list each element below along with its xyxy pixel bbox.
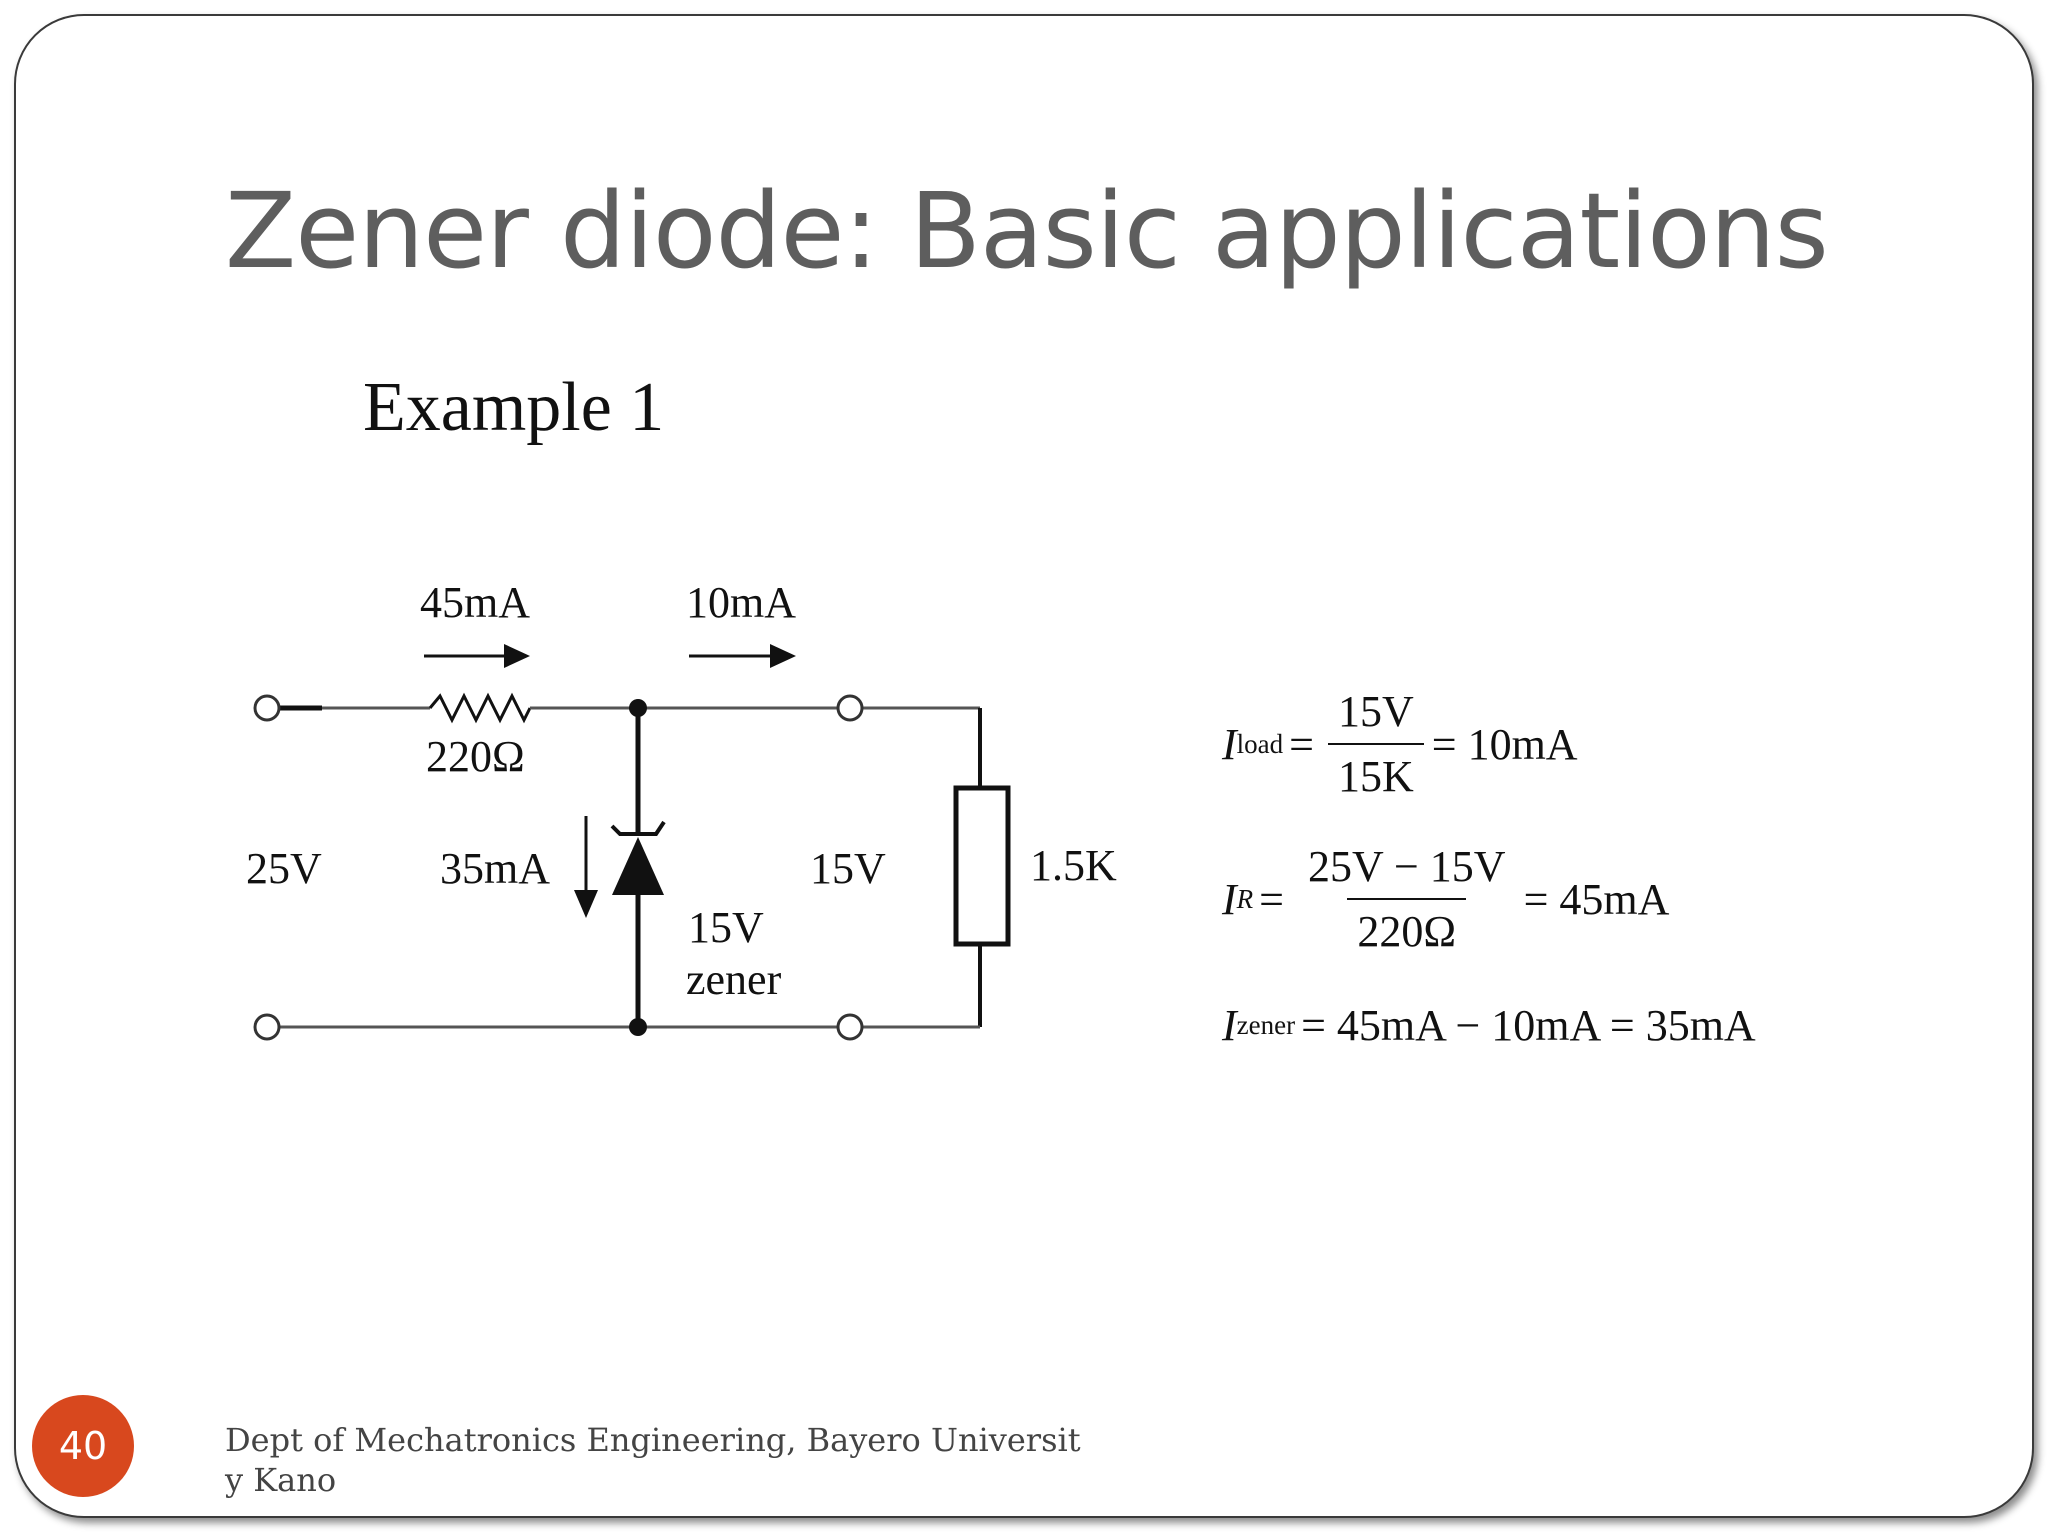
eq-r-equals: = xyxy=(1259,874,1284,924)
terminal-output-bottom xyxy=(836,1013,864,1041)
label-resistor-220: 220Ω xyxy=(426,732,525,781)
label-source-25v: 25V xyxy=(246,844,322,893)
junction-node-bottom xyxy=(629,1018,647,1036)
label-output-15v: 15V xyxy=(810,844,886,893)
arrow-35ma-head xyxy=(574,890,598,918)
terminal-output-top xyxy=(836,694,864,722)
example-label: Example 1 xyxy=(363,369,665,446)
zener-diode-bar xyxy=(610,820,666,836)
slide-footer: Dept of Mechatronics Engineering, Bayero… xyxy=(225,1421,1081,1499)
junction-node-top xyxy=(629,699,647,717)
eq-load-symbol: I xyxy=(1222,719,1237,769)
slide-title: Zener diode: Basic applications xyxy=(225,170,1829,292)
arrow-10ma-head xyxy=(770,644,796,668)
label-load-1-5k: 1.5K xyxy=(1030,841,1117,890)
label-current-10ma: 10mA xyxy=(686,578,796,627)
label-zener-rating-15v: 15V xyxy=(688,903,764,952)
eq-r-fraction: 25V − 15V 220Ω xyxy=(1298,841,1516,957)
eq-zener-expression: = 45mA − 10mA = 35mA xyxy=(1301,1001,1756,1050)
zener-diode-symbol xyxy=(612,837,664,895)
eq-load-equals: = xyxy=(1289,719,1314,769)
terminal-input-top xyxy=(253,694,281,722)
eq-load-fraction: 15V 15K xyxy=(1327,686,1424,802)
slide-number-badge: 40 xyxy=(32,1395,134,1497)
eq-r-symbol: I xyxy=(1222,874,1237,924)
eq-load-subscript: load xyxy=(1236,728,1284,759)
eq-zener-symbol: I xyxy=(1222,1001,1237,1050)
slide-frame xyxy=(14,14,2034,1518)
eq-r-result: = 45mA xyxy=(1523,874,1670,924)
label-current-45ma: 45mA xyxy=(420,578,530,627)
eq-load-numerator: 15V xyxy=(1337,687,1414,736)
eq-load-result: = 10mA xyxy=(1431,719,1578,769)
eq-zener-subscript: zener xyxy=(1236,1010,1296,1040)
label-zener-current-35ma: 35mA xyxy=(440,844,550,893)
terminal-input-bottom xyxy=(253,1013,281,1041)
eq-r-numerator: 25V − 15V xyxy=(1307,842,1506,891)
eq-r-subscript: R xyxy=(1236,883,1254,914)
arrow-45ma-head xyxy=(504,644,530,668)
eq-load-denominator: 15K xyxy=(1327,743,1424,802)
eq-r-denominator: 220Ω xyxy=(1347,898,1467,957)
resistor-220-symbol xyxy=(428,692,532,724)
label-zener-word: zener xyxy=(686,955,782,1004)
load-resistor-symbol xyxy=(953,785,1011,947)
